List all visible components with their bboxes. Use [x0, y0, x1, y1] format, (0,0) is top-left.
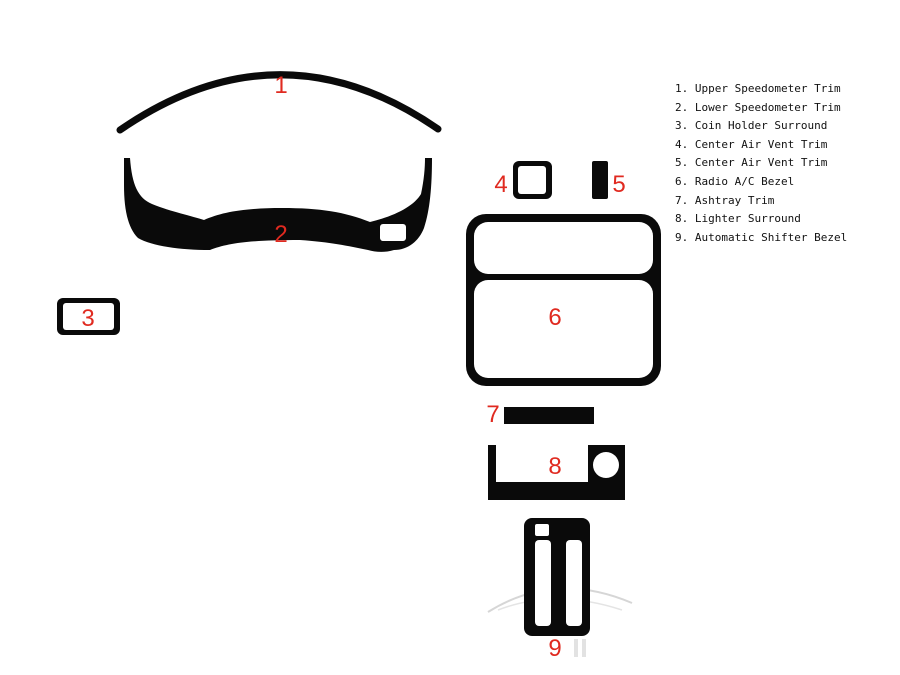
part-2-lower-speedometer-trim — [124, 158, 432, 252]
callout-8: 8 — [548, 453, 561, 480]
callout-9: 9 — [548, 635, 561, 662]
callout-1: 1 — [274, 72, 287, 99]
part-3-coin-holder-surround — [57, 298, 120, 335]
part-6-radio-ac-bezel — [466, 214, 661, 386]
part-5-center-air-vent-trim — [592, 161, 608, 199]
legend-item: 5. Center Air Vent Trim — [675, 156, 828, 170]
legend-item: 8. Lighter Surround — [675, 212, 801, 226]
legend-item: 6. Radio A/C Bezel — [675, 174, 795, 188]
part-8-lighter-surround — [488, 445, 625, 500]
legend-item: 9. Automatic Shifter Bezel — [675, 230, 848, 244]
callout-5: 5 — [612, 171, 625, 198]
legend-item: 1. Upper Speedometer Trim — [675, 82, 841, 95]
callout-4: 4 — [494, 171, 507, 198]
part-9-automatic-shifter-bezel — [487, 518, 633, 657]
legend-item: 2. Lower Speedometer Trim — [675, 100, 841, 114]
callout-2: 2 — [274, 221, 287, 248]
part-7-ashtray-trim — [504, 407, 594, 424]
callout-6: 6 — [548, 304, 561, 331]
part-1-upper-speedometer-trim — [116, 71, 442, 134]
parts-legend: 1. Upper Speedometer Trim 2. Lower Speed… — [675, 80, 847, 247]
legend-item: 4. Center Air Vent Trim — [675, 137, 828, 151]
callout-7: 7 — [486, 401, 499, 428]
legend-item: 3. Coin Holder Surround — [675, 119, 828, 133]
part-4-center-air-vent-trim — [513, 161, 552, 199]
callout-3: 3 — [81, 305, 94, 332]
legend-item: 7. Ashtray Trim — [675, 193, 775, 207]
